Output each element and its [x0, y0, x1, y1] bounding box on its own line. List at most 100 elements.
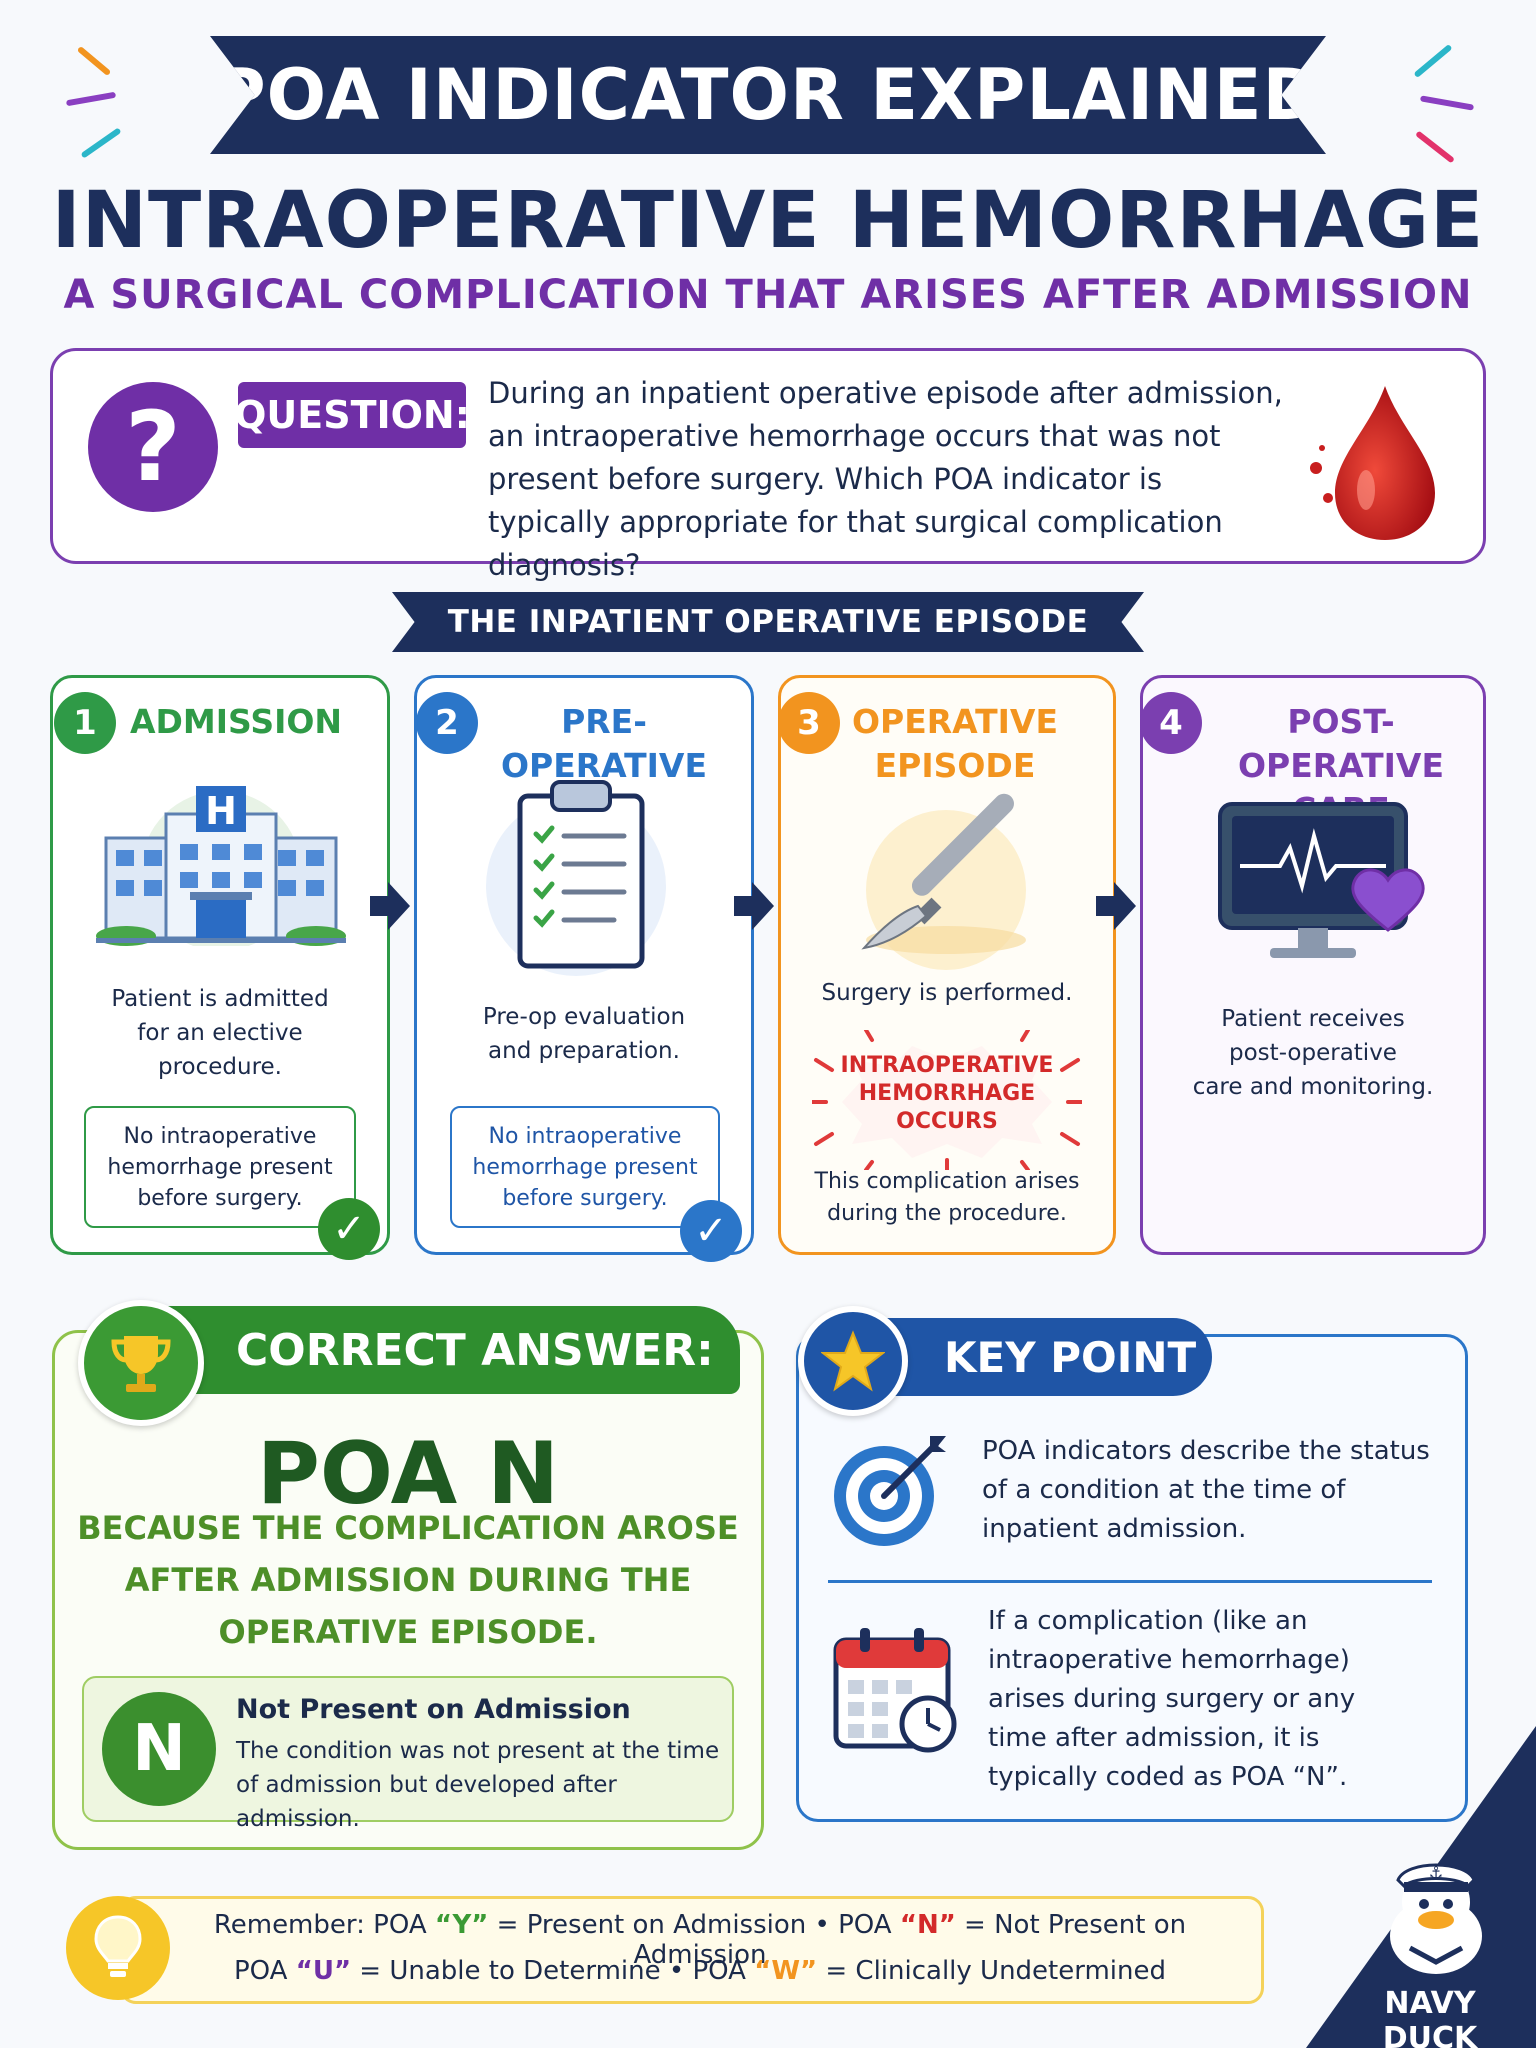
- key-point-heading: KEY POINT: [852, 1318, 1212, 1396]
- brand-name: NAVY DUCK: [1382, 1986, 1478, 2048]
- alert-line: INTRAOPERATIVE: [840, 1053, 1054, 1078]
- remember-text: = Present on Admission • POA: [488, 1910, 900, 1940]
- key-point-line: of a condition at the time of: [982, 1475, 1346, 1505]
- question-line: an intraoperative hemorrhage occurs that…: [488, 419, 1221, 453]
- star-badge: [798, 1306, 908, 1416]
- note-line: before surgery.: [137, 1185, 303, 1211]
- key-point-2: If a complication (like an intraoperativ…: [988, 1602, 1428, 1797]
- step-footnote: This complication arises during the proc…: [786, 1166, 1108, 1230]
- step-description: Pre-op evaluation and preparation.: [424, 1000, 744, 1068]
- clipboard-icon: [486, 780, 666, 976]
- decor-spark: [76, 45, 112, 77]
- divider: [828, 1580, 1432, 1583]
- arrow-right-icon: [1096, 882, 1136, 930]
- key-point-line: intraoperative hemorrhage): [988, 1645, 1350, 1675]
- step-number: 4: [1140, 692, 1202, 754]
- step-title: OPERATIVE EPISODE: [850, 700, 1060, 788]
- step-title: POST-OPERATIVE CARE: [1206, 700, 1476, 832]
- key-point-line: inpatient admission.: [982, 1514, 1247, 1544]
- key-point-line: time after admission, it is: [988, 1723, 1320, 1753]
- poa-w-code: “W”: [754, 1956, 818, 1986]
- poa-n-code: “N”: [899, 1910, 956, 1940]
- note-line: No intraoperative: [488, 1123, 682, 1149]
- hospital-sign: H: [205, 789, 237, 833]
- poa-u-code: “U”: [295, 1956, 352, 1986]
- question-label: QUESTION:: [234, 382, 470, 448]
- question-text: During an inpatient operative episode af…: [488, 372, 1288, 587]
- duck-mascot-icon: ⚓: [1390, 1863, 1482, 1974]
- note-line: hemorrhage present: [107, 1154, 333, 1180]
- decor-spark: [1413, 43, 1453, 79]
- step-title-line: POST-OPERATIVE: [1237, 702, 1445, 785]
- decor-spark: [1419, 95, 1475, 111]
- answer-value: POA N: [256, 1424, 560, 1524]
- page-subtitle: A SURGICAL COMPLICATION THAT ARISES AFTE…: [63, 272, 1473, 318]
- status-note: No intraoperative hemorrhage present bef…: [84, 1106, 356, 1228]
- banner-text: POA INDICATOR EXPLAINED: [214, 54, 1322, 136]
- step-title-line: OPERATIVE: [851, 702, 1059, 741]
- lightbulb-badge: [66, 1896, 170, 2000]
- step-number: 1: [54, 692, 116, 754]
- status-note: No intraoperative hemorrhage present bef…: [450, 1106, 720, 1228]
- remember-text: = Clinically Undetermined: [817, 1956, 1166, 1986]
- note-line: hemorrhage present: [472, 1154, 698, 1180]
- complication-alert: INTRAOPERATIVE HEMORRHAGE OCCURS: [812, 1052, 1082, 1136]
- question-icon: ?: [88, 382, 218, 512]
- hospital-icon: H: [96, 786, 346, 946]
- svg-text:⚓: ⚓: [1429, 1863, 1443, 1882]
- checkmark-icon: ✓: [680, 1200, 742, 1262]
- alert-line: HEMORRHAGE: [858, 1081, 1036, 1106]
- page-title: INTRAOPERATIVE HEMORRHAGE: [51, 176, 1485, 266]
- checkmark-icon: ✓: [318, 1198, 380, 1260]
- remember-line-1: Remember: POA “Y” = Present on Admission…: [160, 1910, 1240, 1970]
- step-text-line: post-operative: [1229, 1040, 1397, 1066]
- calendar-clock-icon: [833, 1628, 957, 1753]
- step-text-line: care and monitoring.: [1192, 1074, 1434, 1100]
- step-text-line: Patient is admitted: [111, 986, 329, 1012]
- step-title-line: EPISODE: [874, 746, 1036, 785]
- trophy-badge: [78, 1300, 204, 1426]
- arrow-right-icon: [370, 882, 410, 930]
- remember-text: POA: [234, 1956, 296, 1986]
- key-point-line: arises during surgery or any: [988, 1684, 1356, 1714]
- star-icon: [821, 1330, 885, 1392]
- note-line: No intraoperative: [123, 1123, 317, 1149]
- definition-line: The condition was not present at the tim…: [236, 1738, 720, 1764]
- blood-drop-icon: [1310, 386, 1435, 540]
- step-text-line: Pre-op evaluation: [482, 1004, 686, 1030]
- step-text-line: Patient receives: [1221, 1006, 1405, 1032]
- episode-banner: THE INPATIENT OPERATIVE EPISODE: [392, 592, 1144, 652]
- remember-text: = Unable to Determine • POA: [351, 1956, 755, 1986]
- key-point-line: POA indicators describe the status: [982, 1436, 1430, 1466]
- remember-line-2: POA “U” = Unable to Determine • POA “W” …: [160, 1956, 1240, 1986]
- header-banner: POA INDICATOR EXPLAINED: [210, 36, 1326, 154]
- explanation-line: BECAUSE THE COMPLICATION AROSE: [77, 1509, 739, 1547]
- step-description: Patient is admitted for an elective proc…: [60, 982, 380, 1084]
- question-line: During an inpatient operative episode af…: [488, 376, 1283, 410]
- poa-y-code: “Y”: [434, 1910, 489, 1940]
- question-line: present before surgery. Which POA indica…: [488, 462, 1163, 496]
- answer-explanation: BECAUSE THE COMPLICATION AROSE AFTER ADM…: [52, 1502, 764, 1658]
- step-number: 3: [778, 692, 840, 754]
- key-point-line: typically coded as POA “N”.: [988, 1762, 1348, 1792]
- key-point-line: If a complication (like an: [988, 1606, 1308, 1636]
- scalpel-icon: [861, 793, 1026, 970]
- step-title: PRE-OPERATIVE: [500, 702, 708, 785]
- remember-text: = Not Present on Admission: [633, 1910, 1187, 1970]
- n-badge: N: [102, 1692, 216, 1806]
- footnote-line: during the procedure.: [827, 1201, 1067, 1226]
- key-point-1: POA indicators describe the status of a …: [982, 1432, 1442, 1549]
- definition-line: of admission but developed after admissi…: [236, 1772, 617, 1832]
- note-line: before surgery.: [502, 1185, 668, 1211]
- burst-icon: [812, 1030, 1082, 1170]
- target-icon: [834, 1436, 946, 1546]
- step-text-line: and preparation.: [488, 1038, 680, 1064]
- decor-spark: [80, 127, 122, 159]
- explanation-line: AFTER ADMISSION DURING THE: [124, 1561, 692, 1599]
- decor-spark: [1415, 130, 1455, 164]
- step-description: Surgery is performed.: [821, 980, 1073, 1006]
- monitor-heart-icon: [1218, 802, 1425, 958]
- remember-box: [120, 1896, 1264, 2004]
- explanation-line: OPERATIVE EPISODE.: [218, 1613, 598, 1651]
- definition-text: The condition was not present at the tim…: [236, 1734, 726, 1836]
